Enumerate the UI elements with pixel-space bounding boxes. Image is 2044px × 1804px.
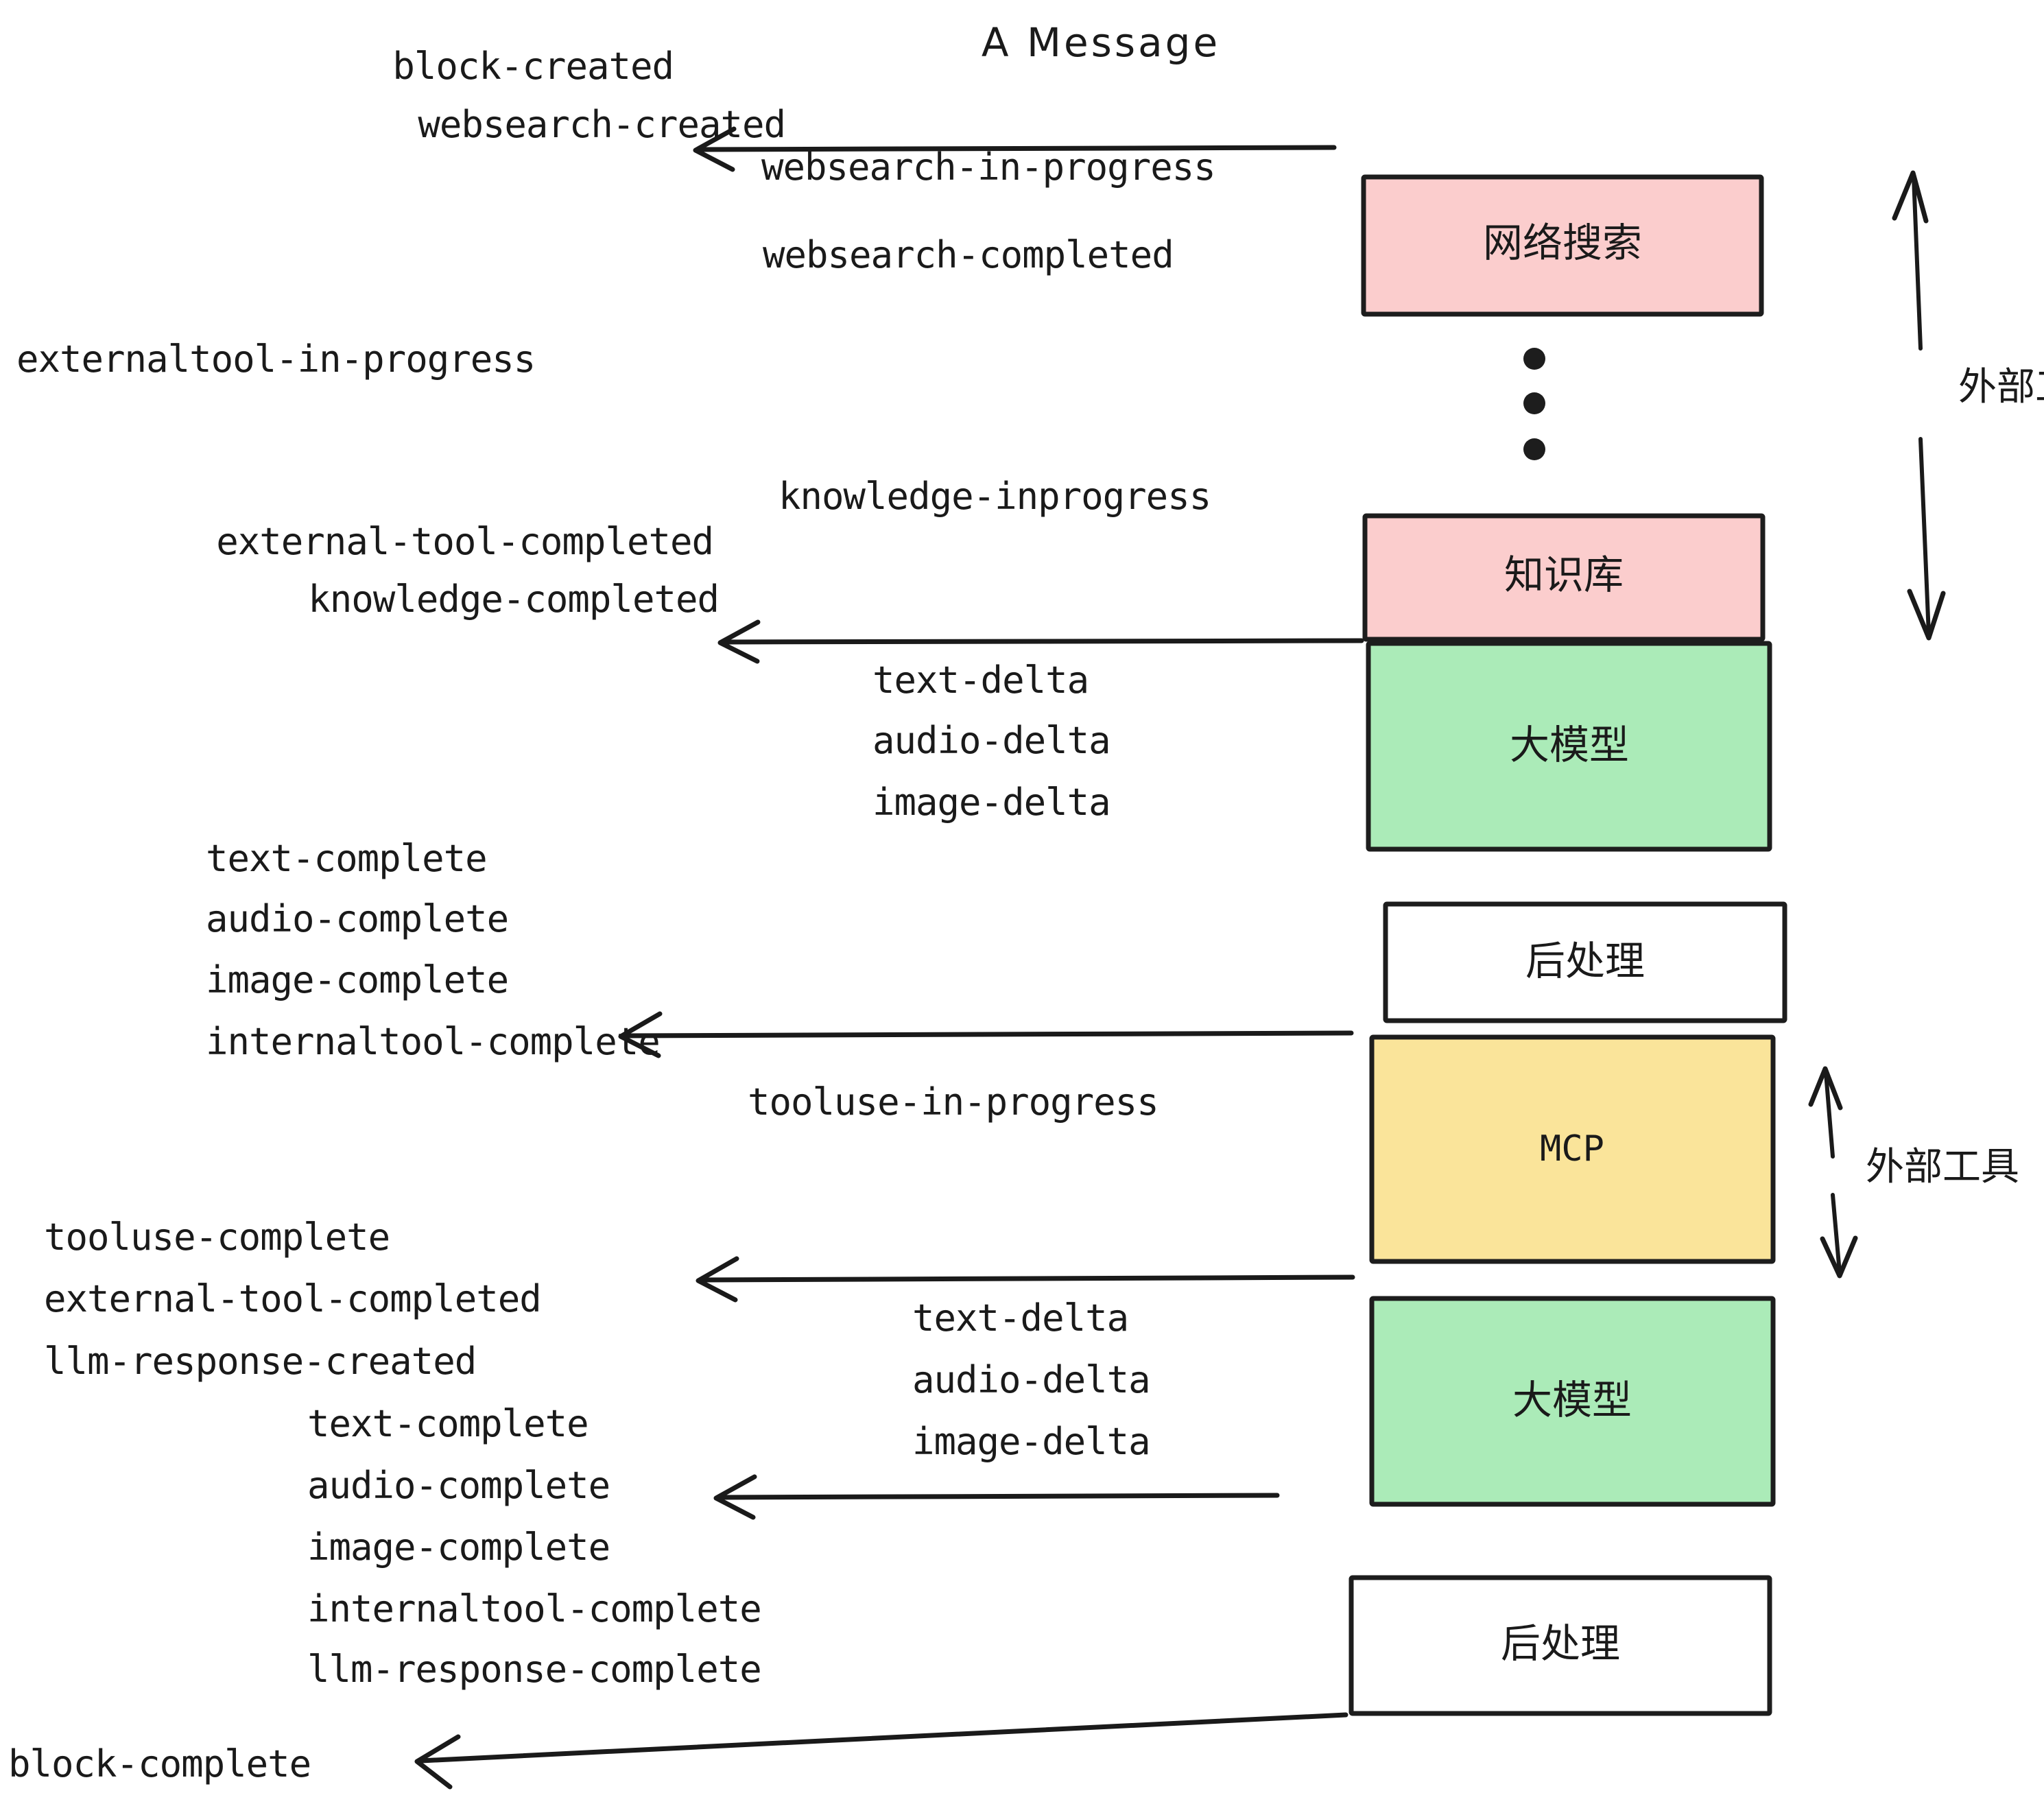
event-externaltool-in-progress: externaltool-in-progress	[16, 337, 535, 381]
event-image-complete-bottom: image-complete	[307, 1526, 610, 1569]
ellipsis-dot-3	[1523, 438, 1545, 460]
box-postprocess-bottom-label: 后处理	[1501, 1620, 1620, 1667]
event-text-complete-mid: text-complete	[206, 837, 487, 880]
box-postprocess-top-label: 后处理	[1525, 938, 1645, 984]
arrow-mcp-to-tooluse-complete	[696, 1256, 1355, 1303]
box-knowledge[interactable]	[1362, 513, 1766, 642]
event-block-complete: block-complete	[8, 1742, 311, 1785]
event-external-tool-completed-2: external-tool-completed	[44, 1277, 541, 1320]
box-mcp-label: MCP	[1540, 1128, 1604, 1170]
event-llm-response-created: llm-response-created	[44, 1340, 476, 1383]
page-title: A Message	[982, 19, 1220, 66]
event-websearch-in-progress: websearch-in-progress	[761, 145, 1215, 189]
event-audio-complete-mid: audio-complete	[206, 897, 508, 940]
arrow-llm-to-audio-complete	[713, 1474, 1280, 1520]
event-websearch-completed: websearch-completed	[763, 233, 1174, 276]
ellipsis-dot-2	[1523, 392, 1545, 414]
arrow-postprocess-to-image-complete	[618, 1011, 1354, 1058]
event-tooluse-complete: tooluse-complete	[44, 1215, 390, 1259]
event-image-complete-mid: image-complete	[206, 958, 508, 1001]
external-tools-bottom-arrow	[1808, 1066, 1858, 1279]
box-llm-bottom-label: 大模型	[1512, 1377, 1632, 1423]
arrow-websearch-to-block-created	[693, 126, 1337, 172]
event-tooluse-in-progress: tooluse-in-progress	[748, 1080, 1158, 1124]
box-postprocess-bottom[interactable]	[1348, 1575, 1772, 1716]
box-websearch[interactable]	[1361, 174, 1764, 317]
box-llm-top-label: 大模型	[1510, 722, 1629, 768]
box-websearch-label: 网络搜索	[1483, 219, 1642, 266]
event-image-delta-top: image-delta	[872, 781, 1110, 824]
box-llm-bottom[interactable]	[1369, 1296, 1776, 1507]
event-audio-delta-top: audio-delta	[872, 719, 1110, 762]
event-audio-delta-bottom: audio-delta	[912, 1358, 1150, 1401]
event-knowledge-completed: knowledge-completed	[308, 578, 719, 621]
ellipsis-dot-1	[1523, 348, 1545, 370]
event-text-delta-top: text-delta	[872, 658, 1089, 702]
event-internaltool-complete-bottom: internaltool-complete	[307, 1587, 761, 1630]
event-external-tool-completed-1: external-tool-completed	[216, 520, 713, 563]
event-text-delta-bottom: text-delta	[912, 1296, 1128, 1340]
event-llm-response-complete: llm-response-complete	[307, 1648, 761, 1691]
event-websearch-created: websearch-created	[418, 103, 785, 146]
box-mcp[interactable]	[1369, 1034, 1776, 1264]
event-internaltool-complete-mid: internaltool-complete	[206, 1020, 660, 1063]
event-block-created: block-created	[392, 45, 674, 88]
box-postprocess-top[interactable]	[1383, 901, 1787, 1023]
event-text-complete-bottom: text-complete	[307, 1402, 589, 1445]
external-tools-top-arrow	[1892, 170, 1946, 641]
external-tools-bottom-label: 外部工具	[1866, 1145, 2019, 1189]
external-tools-top-label: 外部工具	[1958, 365, 2044, 410]
box-knowledge-label: 知识库	[1504, 551, 1624, 598]
arrow-knowledge-to-knowledge-completed	[717, 619, 1364, 664]
event-audio-complete-bottom: audio-complete	[307, 1464, 610, 1507]
event-knowledge-inprogress: knowledge-inprogress	[779, 475, 1211, 518]
event-image-delta-bottom: image-delta	[912, 1420, 1150, 1463]
arrow-postprocess-to-block-complete	[414, 1712, 1348, 1790]
box-llm-top[interactable]	[1366, 641, 1772, 852]
